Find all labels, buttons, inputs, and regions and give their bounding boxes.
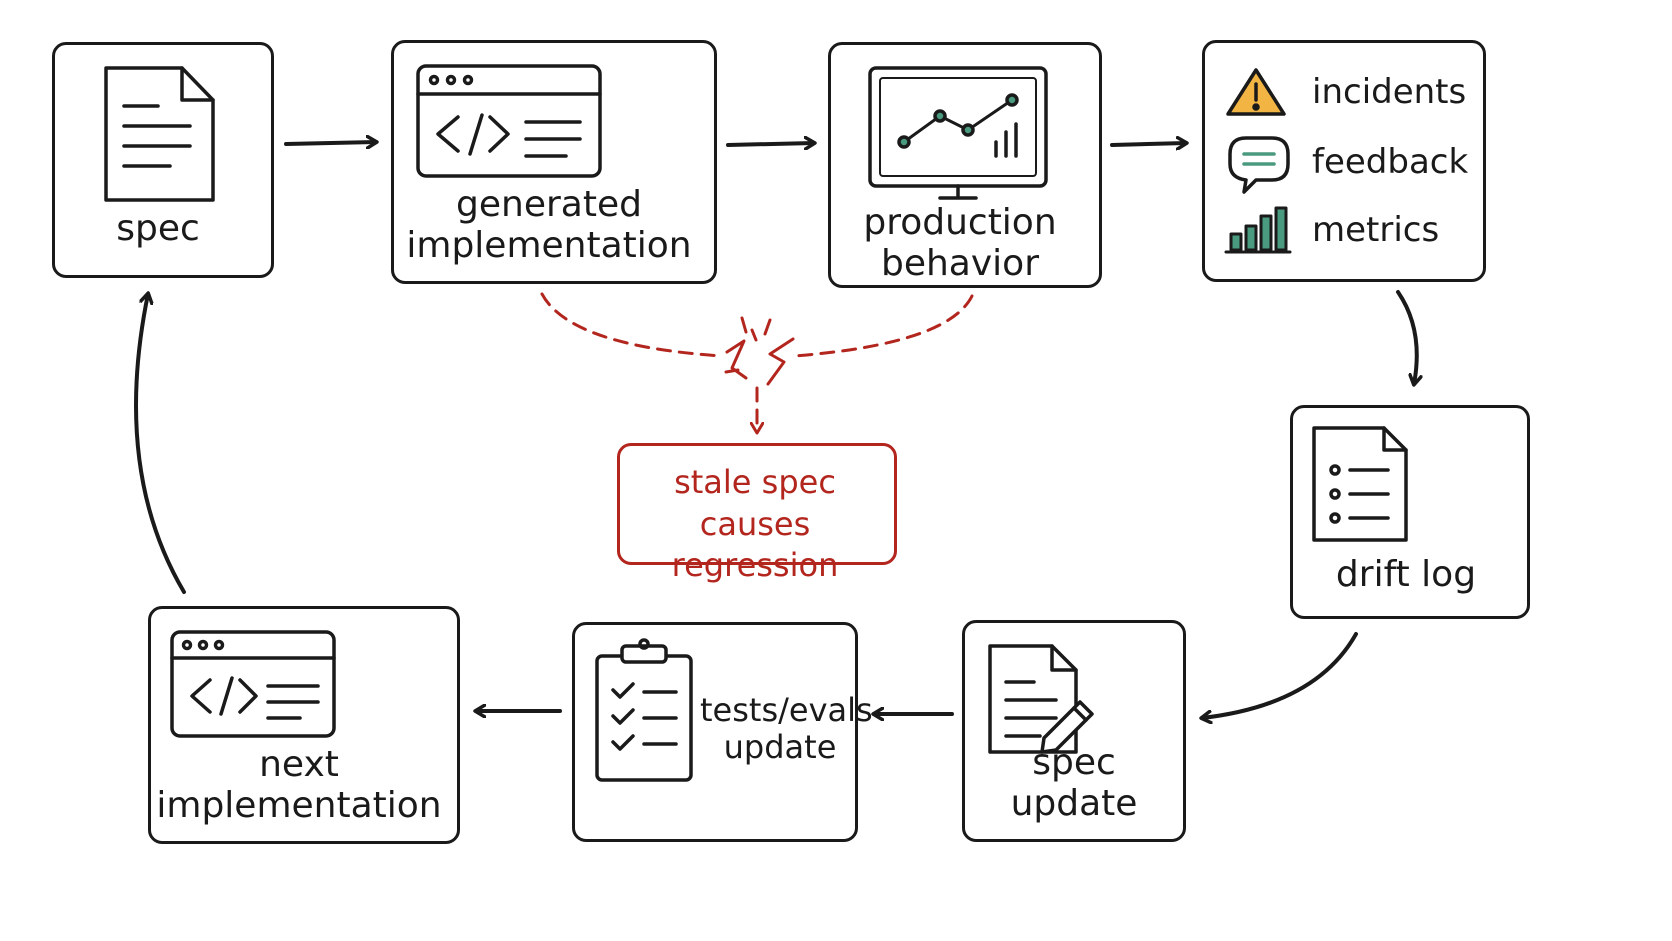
warning-icon <box>1226 68 1286 116</box>
drift-log-node <box>1290 405 1530 619</box>
tests-update-line2: update <box>723 727 837 766</box>
signal-feedback-label: feedback <box>1312 142 1469 182</box>
signal-metrics-label: metrics <box>1312 210 1440 250</box>
arrow-next-impl-to-spec <box>134 294 186 594</box>
tests-evals-update-label: tests/evals update <box>700 691 873 766</box>
tests-update-line1: tests/evals <box>700 691 873 729</box>
spec-update-label: spec update <box>962 742 1186 825</box>
arrow-generated-to-production <box>726 143 814 145</box>
tests-evals-update-node <box>572 622 858 842</box>
stale-spec-warning-node <box>617 443 897 565</box>
spec-update-line1: spec <box>1032 742 1116 783</box>
arrow-signals-to-drift-log <box>1396 290 1417 384</box>
generated-implementation-node <box>391 40 717 284</box>
crack-icon <box>724 316 795 386</box>
spec-update-line2: update <box>1010 783 1138 825</box>
checklist-document-icon <box>1312 426 1408 542</box>
document-pencil-icon <box>988 644 1094 754</box>
monitor-chart-icon <box>868 66 1048 200</box>
production-label-line1: production <box>863 202 1057 243</box>
signal-incidents-label: incidents <box>1312 72 1467 112</box>
code-window-icon <box>170 630 336 738</box>
bar-chart-icon <box>1224 206 1292 254</box>
production-behavior-label: production behavior <box>828 202 1092 285</box>
spec-label: spec <box>116 208 200 249</box>
dashed-link-production <box>792 294 974 358</box>
next-impl-line1: next <box>259 744 339 785</box>
stale-line2: causes regression <box>671 504 839 585</box>
generated-label-line1: generated <box>456 184 642 225</box>
spec-node <box>52 42 274 278</box>
dashed-link-generated <box>540 292 724 358</box>
document-icon <box>104 66 215 202</box>
chat-bubble-icon <box>1228 136 1290 194</box>
clipboard-checklist-icon <box>595 638 693 782</box>
stale-line1: stale spec <box>674 463 836 501</box>
code-window-icon <box>416 64 602 178</box>
next-impl-line2: implementation <box>156 785 442 827</box>
production-behavior-node <box>828 42 1102 288</box>
arrow-drift-log-to-spec-update <box>1202 632 1358 718</box>
arrow-spec-to-generated <box>284 142 376 144</box>
production-label-line2: behavior <box>880 243 1039 285</box>
drift-log-label: drift log <box>1335 554 1477 595</box>
generated-implementation-label: generated implementation <box>391 184 707 267</box>
generated-label-line2: implementation <box>406 225 692 267</box>
stale-spec-label: stale spec causes regression <box>617 462 893 587</box>
arrow-production-to-signals <box>1110 143 1186 145</box>
next-implementation-label: next implementation <box>148 744 450 827</box>
